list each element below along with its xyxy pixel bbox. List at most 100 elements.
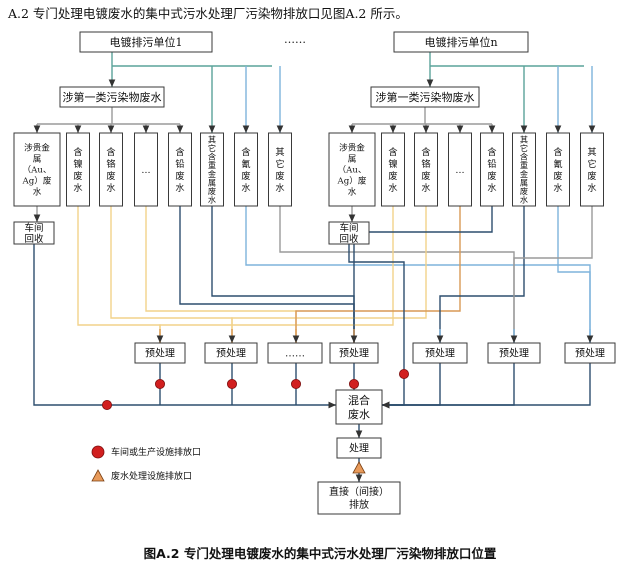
group-1-wastewater-col-1-label: 水 [73,182,82,194]
pretreat-box-6: 预处理 [564,342,616,364]
group-1-wastewater-col-2-frame [99,132,123,207]
route-wire-9 [295,206,461,343]
group-n-wastewater-col-5-label: 属 [520,177,528,187]
route-wire-11 [439,206,525,343]
group-n-wastewater-col-5-frame [512,132,536,207]
group-1-wastewater-col-1-label: 废 [73,170,82,182]
group-n-wastewater-col-4-label: 含 [487,146,496,158]
group-1-wastewater-col-4-label: 水 [175,182,184,194]
group-1-wastewater-col-5-label: 其 [208,134,216,144]
group-n-wastewater-col-1-label: 含 [388,146,397,158]
group-1-wastewater-col-1-label: 含 [73,146,82,158]
pretreat-box-1-label: 预处理 [216,348,246,360]
pretreat-box-3-frame [329,342,379,364]
group-n-wastewater-col-4-frame [480,132,504,207]
group-1-wastewater-col-0-frame [13,132,61,207]
mixed-wastewater-box-label: 混合 [348,393,370,407]
group-1-wastewater-col-6-label: 含 [241,146,250,158]
group-n-wastewater-col-7-frame [580,132,604,207]
group-n-wastewater-col-1-frame [381,132,405,207]
group-n-wastewater-col-1-label: 镍 [388,158,397,170]
pretreat-down-5 [382,363,515,409]
group-n-wastewater-col-7-label: 其 [587,147,596,158]
group-n-wastewater-col-0-frame [328,132,376,207]
group-n-wastewater-col-3: … [448,132,472,207]
legend-red-dot [91,445,105,459]
group-1-wastewater-col-2-label: 铬 [106,158,116,170]
route-wire-0 [77,206,161,343]
units-ellipsis: …… [284,33,306,46]
connector-lines [33,52,596,482]
group-1-wastewater-col-5-label: 属 [208,177,216,187]
group-1-wastewater-col-5-frame [200,132,224,207]
treatment-box-label: 处理 [349,443,369,455]
group-n-wastewater-col-0-label: （Au、 [338,165,367,176]
route-wire-3 [179,206,355,343]
group-n-class-one-box-frame [370,86,480,108]
pretreat-box-6-label: 预处理 [575,348,605,360]
group-n-wastewater-col-0-label: 水 [348,186,357,198]
group-1-class-one-box-label: 涉第一类污染物废水 [63,90,162,104]
unit-1-box-frame [79,31,213,53]
group-1-wastewater-col-7-label: 废 [275,170,284,182]
group-n-wastewater-col-4-label: 铅 [487,158,496,170]
pretreat-box-5-frame [487,342,541,364]
pretreat-box-2: …… [267,342,323,364]
group-1-wastewater-col-2-label: 废 [106,170,115,182]
pretreat-box-4-label: 预处理 [425,348,455,360]
group-n-wastewater-col-2-label: 含 [421,146,430,158]
group-1-wastewater-col-5-label: 含 [208,152,216,162]
group-1-wastewater-col-3-label: … [141,165,150,176]
legend-plant-label: 废水处理设施排放口 [111,470,192,482]
group-1-wastewater-col-3-frame [134,132,158,207]
group-1-wastewater-col-3: … [134,132,158,207]
workshop-outlet-marker-5 [398,368,409,379]
group-n-wastewater-col-7-label: 水 [587,182,596,194]
discharge-box: 直接（间接）排放 [317,481,401,515]
group-n-wastewater-col-7-label: 它 [587,158,596,170]
unit-n-box-frame [393,31,529,53]
discharge-box-label: 直接（间接） [329,485,389,498]
pretreat-box-0: 预处理 [134,342,186,364]
workshop-outlet-marker-3 [290,378,301,389]
group-n-wastewater-col-6-label: 氰 [553,158,562,170]
group-1-wastewater-col-6-label: 废 [241,170,250,182]
pretreat-box-1: 预处理 [204,342,258,364]
route-wire-13 [513,206,593,343]
group-n-wastewater-col-5-label: 金 [520,169,528,179]
group-n-wastewater-col-0-label: 属 [348,154,357,165]
treatment-box: 处理 [336,437,382,459]
group-1-wastewater-col-0-label: 属 [33,154,42,165]
discharge-box-frame [317,481,401,515]
workshop-outlet-marker-1 [154,378,165,389]
group-n-wastewater-col-2-frame [414,132,438,207]
route-wire-12 [557,206,591,343]
group-n-wastewater-col-2-label: 水 [421,182,430,194]
group-n-wastewater-col-6-label: 废 [553,170,562,182]
route-wire-1 [110,206,233,343]
pretreat-down-4 [382,363,441,409]
group-1-wastewater-col-0-label: 水 [33,186,42,198]
group-n-wastewater-col-6-label: 含 [553,146,562,158]
group-n-wastewater-col-3-frame [448,132,472,207]
pretreat-box-0-frame [134,342,186,364]
group-1-wastewater-col-5-label: 废 [208,186,216,196]
group-n-wastewater-col-6-label: 水 [553,182,562,194]
recovery-1-to-mixed [33,244,336,409]
group-1-wastewater-col-4-label: 铅 [175,158,184,170]
group-1-wastewater-col-6-label: 水 [241,182,250,194]
group-n-wastewater-col-2-label: 铬 [421,158,431,170]
group-1-wastewater-col-0-label: Ag）废 [22,175,52,187]
unit-n-box: 电镀排污单位n [393,31,529,53]
